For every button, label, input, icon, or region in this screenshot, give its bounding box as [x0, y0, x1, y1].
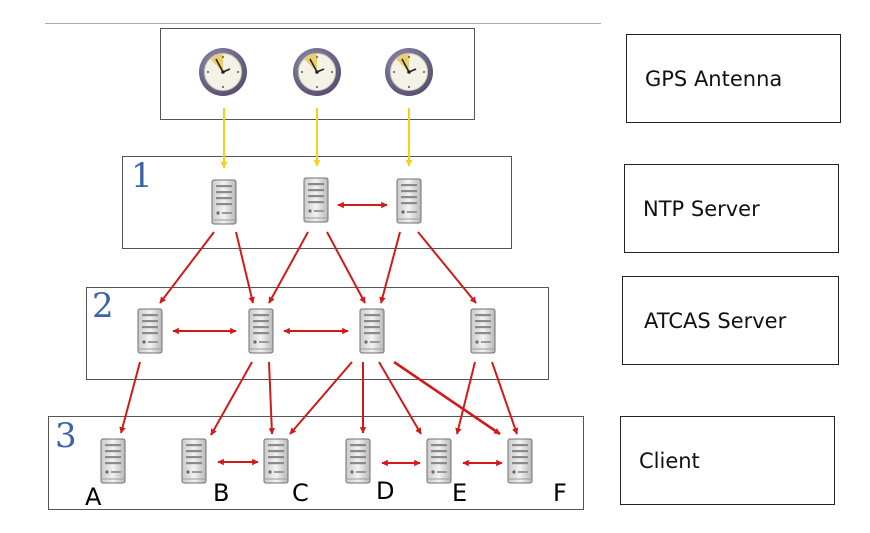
server-icon [181, 438, 207, 484]
server-icon [100, 438, 126, 484]
client-label-f: F [553, 479, 567, 507]
server-icon [248, 308, 274, 354]
sync-arrow [289, 361, 353, 435]
tier-number-2: 2 [92, 286, 114, 326]
server-icon [137, 308, 163, 354]
client-label-e: E [452, 479, 468, 507]
sync-arrow [455, 361, 476, 435]
sync-arrow [378, 361, 422, 435]
server-icon [263, 438, 289, 484]
legend-client: Client [620, 416, 835, 505]
client-label-d: D [376, 477, 395, 505]
tier-number-3: 3 [55, 416, 77, 456]
server-icon [211, 179, 237, 225]
legend-ntp-server: NTP Server [624, 164, 839, 253]
sync-arrow [326, 231, 366, 304]
sync-arrow [417, 231, 477, 304]
client-label-c: C [292, 479, 309, 507]
top-divider [45, 23, 601, 24]
clock-icon [198, 47, 248, 97]
sync-arrow [268, 231, 309, 304]
sync-arrow [210, 361, 253, 436]
clock-icon [292, 47, 342, 97]
server-icon [426, 438, 452, 484]
client-label-b: B [213, 479, 230, 507]
server-icon [507, 438, 533, 484]
sync-arrow [268, 361, 276, 435]
tier-number-1: 1 [131, 156, 153, 196]
sync-arrow [119, 361, 141, 434]
legend-client-label: Client [639, 448, 700, 473]
sync-arrow [393, 360, 501, 436]
server-icon [303, 177, 329, 223]
server-icon [359, 308, 385, 354]
legend-atcas-server-label: ATCAS Server [644, 308, 787, 333]
sync-arrow [235, 231, 255, 304]
client-label-a: A [85, 483, 102, 511]
legend-gps-antenna-label: GPS Antenna [645, 66, 783, 91]
server-icon [396, 178, 422, 224]
legend-atcas-server: ATCAS Server [622, 276, 839, 365]
sync-arrow [491, 361, 519, 435]
server-icon [345, 438, 371, 484]
sync-arrow [159, 231, 215, 304]
server-icon [470, 308, 496, 354]
sync-arrow [379, 231, 401, 304]
legend-ntp-server-label: NTP Server [643, 196, 760, 221]
clock-icon [384, 47, 434, 97]
legend-gps-antenna: GPS Antenna [626, 34, 841, 123]
